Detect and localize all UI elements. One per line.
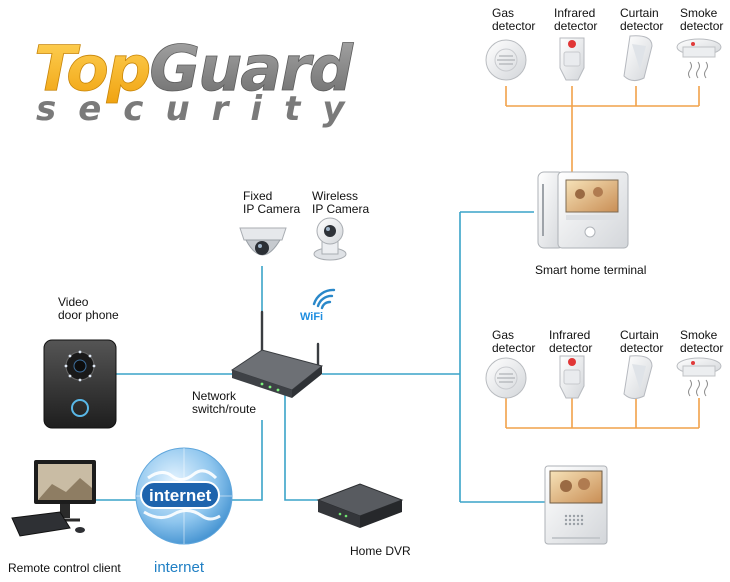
monitor-icon <box>11 460 96 537</box>
ptz-camera-icon <box>313 217 347 261</box>
top-sensor-row: Gas detector Infrared detector Curtain d… <box>485 6 723 82</box>
sensor-bottom-2-line1: Infrared <box>549 328 590 342</box>
curtain-detector-icon <box>623 355 653 400</box>
internet-link <box>232 420 263 501</box>
smoke-detector-icon <box>676 38 722 79</box>
sensor-bottom-3-line1: Curtain <box>620 328 659 342</box>
curtain-detector-icon <box>623 35 653 82</box>
sensor-bottom-1-line2: detector <box>492 341 535 355</box>
indoor-monitor-icon <box>544 465 608 545</box>
top-sensor-bus <box>505 86 700 172</box>
dvr-link <box>284 392 318 501</box>
wifi-icon <box>312 288 336 310</box>
sensor-bottom-4-line2: detector <box>680 341 723 355</box>
network-switch: Network switch/route <box>192 310 324 416</box>
infrared-detector-icon <box>559 355 585 399</box>
wireless-camera-line1: Wireless <box>312 189 358 203</box>
dome-camera-icon <box>239 227 287 256</box>
bottom-sensor-bus <box>505 398 700 429</box>
bottom-sensor-row: Gas detector Infrared detector Curtain d… <box>485 328 723 400</box>
terminal-bus <box>322 211 545 503</box>
topguard-logo: TopGuard security <box>34 32 367 129</box>
fixed-camera-line2: IP Camera <box>243 202 300 216</box>
wifi-label: WiFi <box>300 311 323 323</box>
door-phone-line2: door phone <box>58 308 119 322</box>
internet-caption: internet <box>154 559 205 576</box>
sensor-bottom-3-line2: detector <box>620 341 663 355</box>
dvr-label: Home DVR <box>350 544 411 558</box>
indoor-monitor-icon <box>537 171 629 249</box>
sensor-top-3-line1: Curtain <box>620 6 659 20</box>
internet-globe: internet internet <box>135 447 233 576</box>
gas-detector-icon <box>485 357 527 399</box>
smoke-detector-icon <box>676 357 722 397</box>
internet-badge-text: internet <box>149 486 212 505</box>
router-icon <box>230 310 324 398</box>
camera-group: Fixed IP Camera Wireless IP Camera <box>239 189 369 261</box>
sensor-top-1-line1: Gas <box>492 6 514 20</box>
svg-text:TopGuard: TopGuard <box>34 32 354 105</box>
sensor-top-4-line1: Smoke <box>680 6 718 20</box>
dvr-icon <box>316 483 404 528</box>
internet-badge <box>140 481 220 509</box>
wifi-indicator: WiFi <box>300 288 336 323</box>
remote-control-client: Remote control client <box>8 460 121 575</box>
logo-security-word: security <box>36 89 367 129</box>
sensor-top-1-line2: detector <box>492 19 535 33</box>
smart-home-terminal: Smart home terminal <box>535 171 646 277</box>
home-dvr: Home DVR <box>316 483 411 558</box>
video-door-phone: Video door phone <box>43 295 119 429</box>
sensor-top-3-line2: detector <box>620 19 663 33</box>
smart-terminal-label: Smart home terminal <box>535 263 646 277</box>
switch-line2: switch/route <box>192 402 256 416</box>
gas-detector-icon <box>485 39 527 81</box>
sensor-bottom-1-line1: Gas <box>492 328 514 342</box>
sensor-bottom-2-line2: detector <box>549 341 592 355</box>
logo-top-word: Top <box>34 32 149 105</box>
indoor-monitor <box>544 465 608 545</box>
door-phone-line1: Video <box>58 295 89 309</box>
sensor-top-4-line2: detector <box>680 19 723 33</box>
sensor-top-2-line2: detector <box>554 19 597 33</box>
connection-lines <box>96 86 700 503</box>
switch-line1: Network <box>192 389 237 403</box>
sensor-bottom-4-line1: Smoke <box>680 328 718 342</box>
door-phone-icon <box>43 339 117 429</box>
infrared-detector-icon <box>559 37 585 81</box>
wireless-camera-line2: IP Camera <box>312 202 369 216</box>
fixed-camera-line1: Fixed <box>243 189 272 203</box>
remote-client-label: Remote control client <box>8 561 121 575</box>
sensor-top-2-line1: Infrared <box>554 6 595 20</box>
logo-guard-word: Guard <box>149 32 353 105</box>
